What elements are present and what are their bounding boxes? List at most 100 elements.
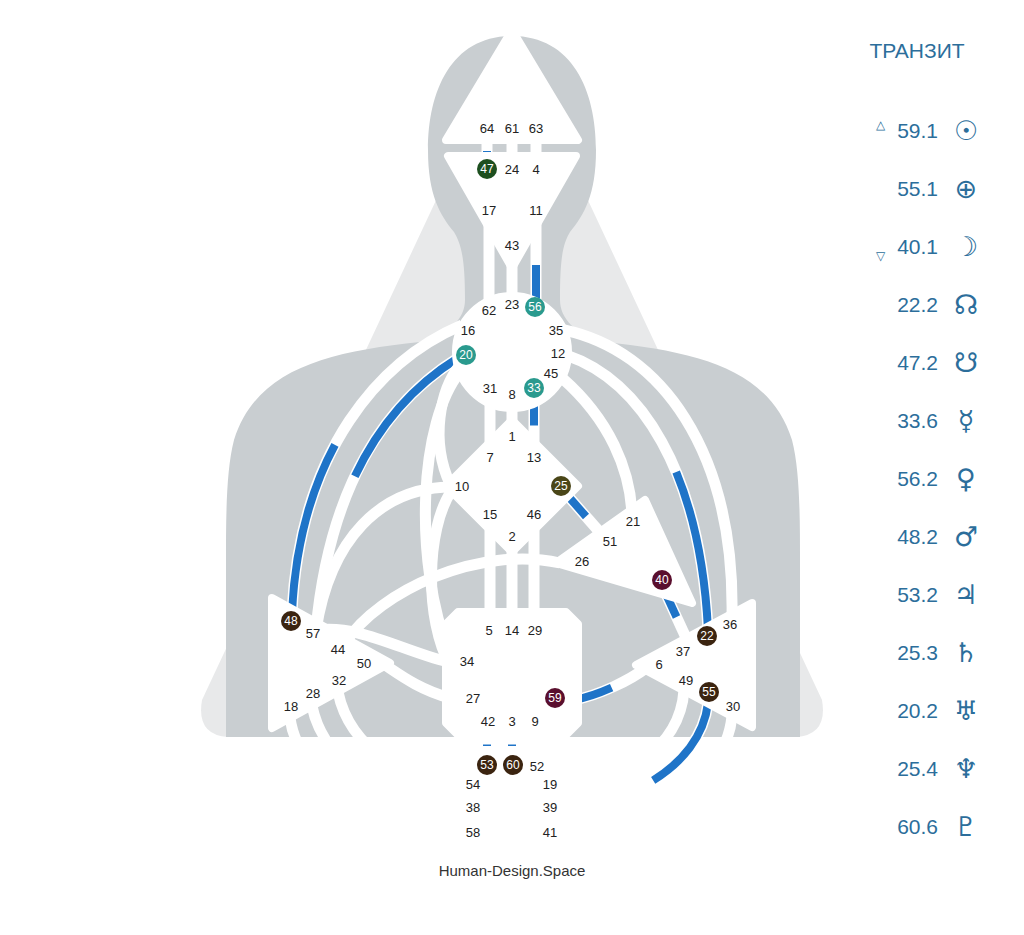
center-shape [636,603,752,727]
gate-number: 31 [483,382,497,395]
channel-track [290,718,464,832]
gate-number: 13 [527,451,541,464]
gate-number: 43 [505,239,519,252]
gate-number: 35 [549,324,563,337]
gate-number: 7 [486,451,493,464]
center-shape [453,293,571,411]
gate-number: 57 [306,627,320,640]
gate-number: 14 [505,624,519,637]
planet-glyph: ♇ [954,813,978,840]
gate-line-value: 55.1 [897,178,938,199]
energy-center: 1713102515462 [441,415,583,557]
gate-number: 3 [508,715,515,728]
gate-number: 9 [531,715,538,728]
channel-track [485,530,496,616]
direction-mark: △ [876,119,885,131]
channel [534,530,535,616]
gate-line-value: 33.6 [897,410,938,431]
planet-glyph: ♃ [954,581,978,608]
gate-number: 18 [284,700,298,713]
center-shape [461,750,563,848]
gate-number: 32 [332,674,346,687]
gate-number: 12 [551,347,565,360]
gate-number: 30 [726,700,740,713]
gate-number: 27 [466,692,480,705]
gate-number: 36 [723,618,737,631]
planet-glyph: ⊕ [955,175,978,202]
energy-center: 47244171143 [443,151,581,273]
planet-glyph: ♆ [954,755,978,782]
channel [439,365,460,484]
center-shape [446,612,578,735]
gate-number: 46 [527,508,541,521]
direction-mark: ▽ [876,250,885,262]
gate-number: 44 [331,643,345,656]
gate-number: 51 [603,535,617,548]
gate-number: 53 [477,755,497,775]
energy-center: 514293427594239 [441,607,583,740]
planet-glyph: ♂ [954,523,978,550]
channel [560,716,732,832]
gate-number: 60 [503,755,523,775]
gate-number: 16 [461,324,475,337]
gate-line-value: 25.4 [897,758,938,779]
gate-number: 8 [508,388,515,401]
gate-number: 41 [543,826,557,839]
center-shape [448,156,576,268]
channel-track [439,365,460,484]
gate-number: 40 [652,570,672,590]
gate-number: 28 [306,687,320,700]
energy-center: 622356163520124531833 [448,288,576,416]
planet-glyph: ☽ [954,233,978,260]
gate-number: 54 [466,778,480,791]
gate-number: 45 [544,367,558,380]
gate-number: 15 [483,508,497,521]
gate-number: 59 [545,688,565,708]
channel [490,530,491,616]
gate-number: 63 [529,122,543,135]
channel-activation [574,668,646,700]
gate-line-value: 56.2 [897,468,938,489]
planet-glyph: ♅ [954,697,978,724]
center-shape [556,500,692,603]
planet-glyph: ♀ [956,465,976,492]
gate-number: 23 [505,298,519,311]
planet-glyph: ♄ [954,639,978,666]
gate-number: 22 [697,626,717,646]
watermark: Human-Design.Space [439,863,586,878]
gate-number: 42 [481,715,495,728]
energy-center: 21512640 [551,495,697,608]
gate-line-value: 59.1 [897,120,938,141]
gate-number: 34 [460,655,474,668]
gate-number: 24 [505,163,519,176]
gate-number: 20 [456,345,476,365]
channel-track [560,716,732,832]
gate-number: 11 [529,204,543,217]
gate-line-value: 53.2 [897,584,938,605]
channel [385,665,450,698]
gate-number: 38 [466,801,480,814]
energy-center: 646163 [441,25,583,145]
energy-center: 3622376495530 [631,598,757,732]
gate-number: 1 [508,430,515,443]
gate-number: 39 [543,801,557,814]
channel-track [385,665,450,698]
gate-number: 49 [679,674,693,687]
gate-number: 17 [482,204,496,217]
gate-number: 61 [505,122,519,135]
energy-center: 48574450322818 [267,593,395,733]
channel-track [574,668,646,700]
gate-line-value: 47.2 [897,352,938,373]
gate-number: 19 [543,778,557,791]
channel [290,718,464,832]
gate-number: 5 [485,624,492,637]
channel-track [529,530,540,616]
energy-center: 536052541938395841 [456,745,568,853]
gate-number: 62 [482,304,496,317]
gate-number: 52 [530,760,544,773]
gate-line-value: 60.6 [897,816,938,837]
panel-title: ТРАНЗИТ [869,40,964,61]
gate-number: 55 [699,682,719,702]
gate-line-value: 20.2 [897,700,938,721]
